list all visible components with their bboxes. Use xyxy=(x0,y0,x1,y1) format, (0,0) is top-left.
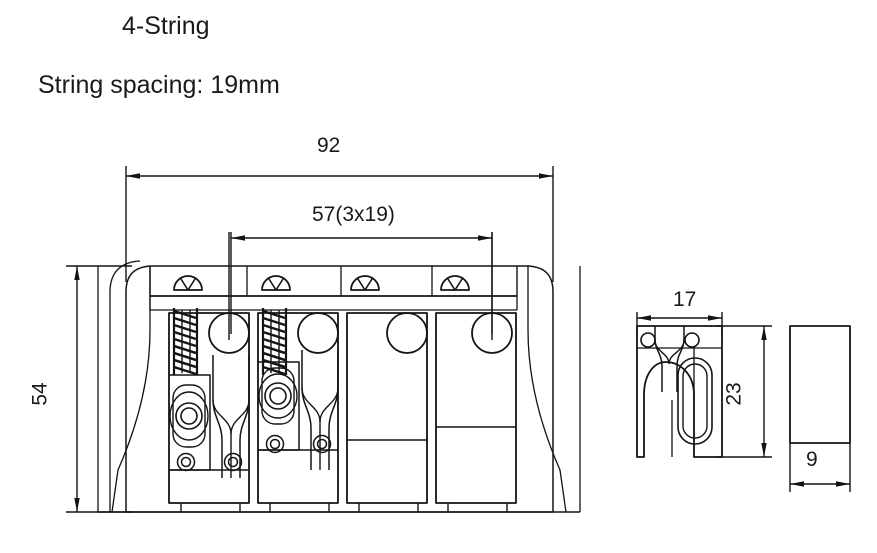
saddle-2 xyxy=(257,308,339,512)
dimension-saddle-length-value: 23 xyxy=(722,382,746,406)
saddle-slot-inner xyxy=(682,363,708,439)
saddle-4 xyxy=(435,232,517,512)
saddle-screw-2b xyxy=(312,434,332,454)
mounting-screw-rail xyxy=(149,266,518,311)
saddle-hole-left xyxy=(640,332,656,348)
saddle-screw-1b xyxy=(223,452,243,472)
saddle-screw-2a xyxy=(265,434,285,454)
saddle-top-view xyxy=(636,312,772,458)
intonation-spring-1 xyxy=(172,308,199,376)
string-spacing-label: String spacing: 19mm xyxy=(38,71,280,99)
saddle-slot-outer xyxy=(677,357,713,445)
dimension-overall-height-value: 54 xyxy=(28,382,52,406)
mounting-screw-3 xyxy=(350,275,380,291)
dimension-string-span xyxy=(230,232,493,334)
dimension-saddle-height xyxy=(789,443,851,492)
intonation-spring-2 xyxy=(261,308,288,376)
saddle-3 xyxy=(346,312,428,512)
dimension-saddle-height-value: 9 xyxy=(806,448,818,471)
string-hole-3 xyxy=(386,312,428,354)
dimension-overall-height xyxy=(66,265,132,513)
dimension-overall-width xyxy=(125,166,554,282)
dimension-saddle-width xyxy=(636,312,723,334)
dimension-saddle-width-value: 17 xyxy=(673,288,697,311)
mounting-screw-4 xyxy=(440,275,470,291)
bridge-base-plate xyxy=(97,260,581,513)
string-hole-2 xyxy=(297,312,339,354)
saddle-1 xyxy=(168,232,250,512)
saddle-hole-right xyxy=(684,332,700,348)
dimension-overall-width-value: 92 xyxy=(317,134,341,157)
mounting-screw-2 xyxy=(261,275,291,291)
saddle-side-view xyxy=(789,325,851,492)
saddle-screw-1a xyxy=(176,452,196,472)
page-title: 4-String xyxy=(122,12,210,40)
dimension-string-span-value: 57(3x19) xyxy=(312,203,395,226)
dimension-saddle-length xyxy=(716,325,772,458)
mounting-screw-1 xyxy=(173,275,203,291)
